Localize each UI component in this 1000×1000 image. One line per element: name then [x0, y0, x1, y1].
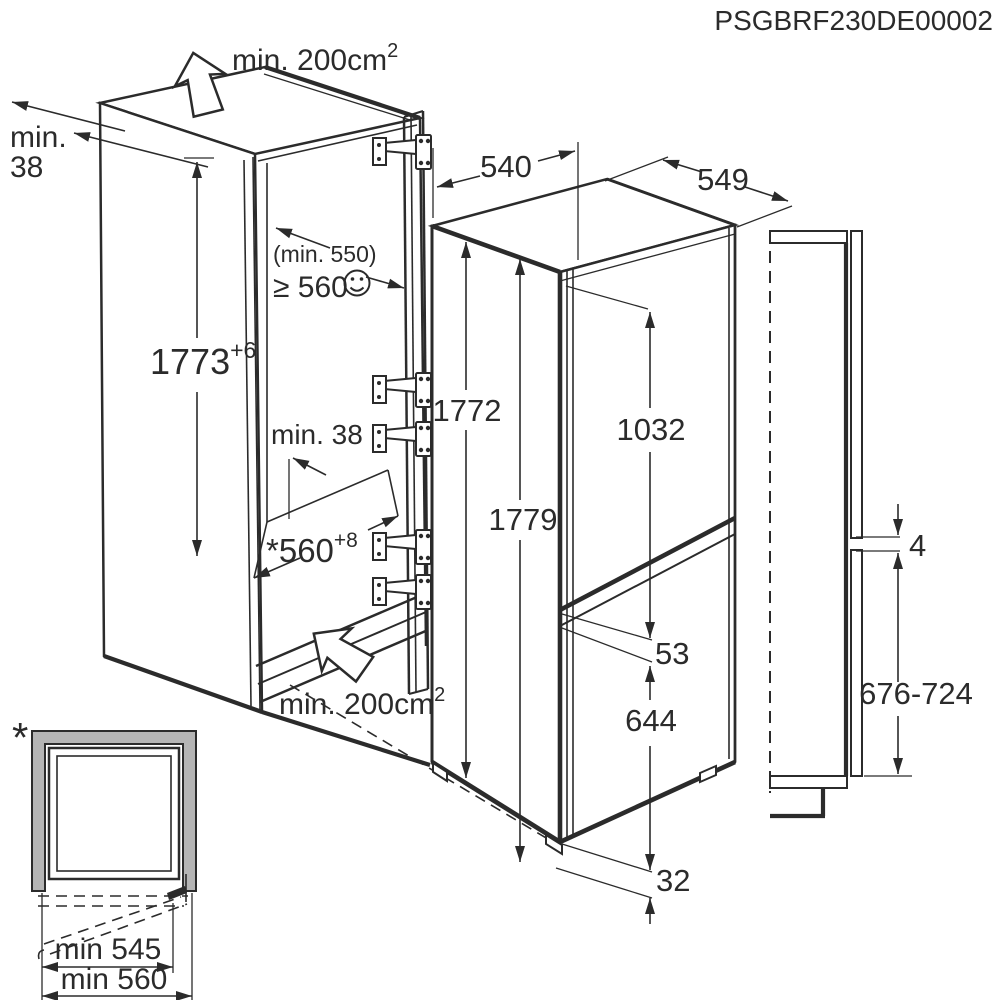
- plinth-clearance-label: 32: [656, 863, 690, 898]
- niche-cabinet: [95, 65, 431, 768]
- niche-height-value: 1773: [150, 341, 230, 382]
- bottom-vent-label: min. 200cm2: [279, 684, 445, 721]
- floor-reference-dashed-line: [289, 684, 559, 846]
- niche-depth-value: *560: [266, 532, 334, 569]
- airflow-arrow-icon: [297, 611, 381, 692]
- lower-panel-height-label: 676-724: [859, 676, 973, 711]
- niche-depth-tolerance: +8: [334, 529, 358, 552]
- top-view-inset: [31, 730, 197, 1000]
- top-vent-label: min. 200cm2: [232, 40, 398, 77]
- appliance-depth-label: 549: [697, 162, 749, 197]
- niche-depth-label: *560+8: [266, 529, 358, 569]
- niche-height-label: 1773+6: [150, 337, 256, 382]
- appliance-overall-height-label: 1779: [489, 502, 558, 537]
- lower-door-height-label: 644: [625, 703, 677, 738]
- drawing-code: PSGBRF230DE00002: [714, 5, 993, 36]
- niche-door: [372, 110, 432, 695]
- top-clearance-label-line1: min.: [10, 121, 67, 154]
- furniture-panel-side-view: [769, 230, 863, 819]
- door-top-view: [167, 886, 187, 900]
- rear-clearance-label: min. 38: [271, 419, 363, 450]
- smiley-icon: [343, 269, 371, 297]
- hinge-icon: [372, 134, 432, 170]
- door-gap-label: 53: [655, 636, 689, 671]
- bottom-vent-sup: 2: [434, 684, 445, 706]
- depth-note-line1: (min. 550): [273, 241, 377, 267]
- dimension-annotations: [11, 101, 912, 924]
- hinge-icon: [372, 421, 432, 457]
- top-vent-text: min. 200cm: [232, 44, 387, 77]
- bottom-vent-text: min. 200cm: [279, 688, 434, 721]
- upper-door-height-label: 1032: [617, 412, 686, 447]
- top-clearance-label-line2: 38: [10, 151, 43, 184]
- depth-note-line2: ≥ 560: [273, 271, 348, 304]
- appliance-width-label: 540: [480, 149, 532, 184]
- top-vent-sup: 2: [387, 40, 398, 62]
- lower-door-panel: [850, 549, 863, 777]
- niche-height-tolerance: +6: [230, 337, 256, 363]
- upper-door-panel: [850, 230, 863, 539]
- inset-outer-width-label: min 560: [61, 963, 168, 996]
- inset-marker: *: [12, 714, 28, 761]
- panel-gap-label: 4: [909, 528, 926, 563]
- inset-inner-width-label: min 545: [55, 933, 162, 966]
- hinge-icon: [372, 529, 432, 565]
- hinge-icon: [372, 372, 432, 408]
- appliance-height-label: 1772: [433, 393, 502, 428]
- appliance-unit: [427, 177, 740, 856]
